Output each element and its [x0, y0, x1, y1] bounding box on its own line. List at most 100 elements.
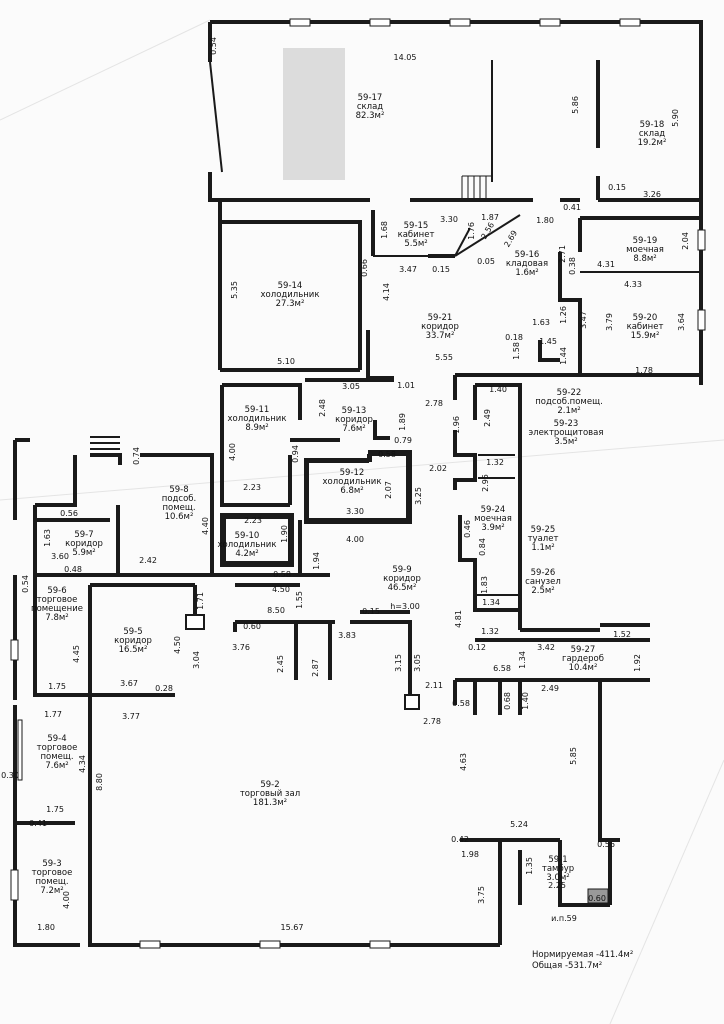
room-label-line: 1.6м² — [515, 268, 538, 278]
dimension-label: 0.58 — [452, 699, 470, 708]
room-label-line: 59-23 — [554, 419, 579, 429]
dimension-label: 1.26 — [559, 306, 568, 324]
dimension-label: 0.28 — [155, 684, 173, 693]
dimension-label: 1.44 — [559, 347, 568, 365]
dimension-label: 3.25 — [414, 487, 423, 505]
room-label-line: помещ. — [40, 752, 73, 762]
room-label-line: 19.2м² — [638, 138, 667, 148]
dimension-label: 4.14 — [382, 283, 391, 301]
room-label-line: моечная — [626, 245, 664, 255]
dimension-label: 3.47 — [399, 265, 417, 274]
dimension-label: 1.63 — [532, 318, 550, 327]
paper-folds — [0, 19, 724, 1024]
dimension-label: 8.50 — [267, 606, 285, 615]
room-label-line: 10.4м² — [569, 663, 598, 673]
room-label-line: 59-4 — [47, 734, 66, 744]
dimension-label: 0.74 — [132, 447, 141, 465]
dimension-label: 5.90 — [671, 109, 680, 127]
room-label-line: 59-12 — [340, 468, 365, 478]
dimension-label: 0.84 — [478, 538, 487, 556]
dimension-label: 4.81 — [454, 610, 463, 628]
dimension-label: 0.46 — [463, 520, 472, 538]
room-label-line: 16.5м² — [119, 645, 148, 655]
total-normative: Нормируемая -411.4м² — [532, 950, 633, 960]
dimension-label: 1.52 — [613, 630, 631, 639]
room-label-line: 59-19 — [633, 236, 658, 246]
dimension-label: 4.34 — [78, 755, 87, 773]
dimension-label: 3.05 — [342, 382, 360, 391]
dimension-label: h=3.00 — [390, 602, 420, 611]
dimension-label: 1.87 — [481, 213, 499, 222]
dimension-label: 1.71 — [196, 592, 205, 610]
dimension-label: 4.31 — [597, 260, 615, 269]
dimension-label: 5.35 — [230, 281, 239, 299]
room-label-line: 59-20 — [633, 313, 658, 323]
room-label-line: 59-15 — [404, 221, 429, 231]
dimension-label: 4.63 — [459, 753, 468, 771]
dimension-label: 1.45 — [539, 337, 557, 346]
dimension-label: 1.63 — [43, 529, 52, 547]
dimension-label: 0.56 — [597, 840, 615, 849]
dimension-label: 2.11 — [425, 681, 443, 690]
dimension-label: 0.56 — [60, 509, 78, 518]
dimension-label: 0.41 — [563, 203, 581, 212]
room-label-line: 5.5м² — [404, 239, 427, 249]
dimension-label: 4.00 — [62, 891, 71, 909]
dimension-label: 4.45 — [72, 645, 81, 663]
room-label-line: коридор — [335, 415, 373, 425]
dimension-label: 0.15 — [432, 265, 450, 274]
dimension-label: 0.15 — [608, 183, 626, 192]
room-label-line: холодильник — [261, 290, 320, 300]
dimension-label: 0.15 — [362, 607, 380, 616]
dimension-label: 2.04 — [681, 232, 690, 250]
dimension-label: 1.80 — [536, 216, 554, 225]
dimension-label: 3.15 — [394, 654, 403, 672]
dimension-label: 1.77 — [44, 710, 62, 719]
room-label-line: 59-9 — [392, 565, 411, 575]
dimension-label: 1.80 — [37, 923, 55, 932]
room-label-line: 8.8м² — [633, 254, 656, 264]
windows — [10, 18, 706, 949]
room-label-line: 59-18 — [640, 120, 665, 130]
room-label-line: холодильник — [323, 477, 382, 487]
room-label-line: 10.6м² — [165, 512, 194, 522]
dimension-label: 3.30 — [346, 507, 364, 516]
room-label-line: моечная — [474, 514, 512, 524]
dimension-label: 1.55 — [295, 591, 304, 609]
dimension-label: 1.34 — [518, 651, 527, 669]
room-label-line: 3.5м² — [554, 437, 577, 447]
dimension-label: 0.66 — [360, 259, 369, 277]
dimension-label: 3.26 — [643, 190, 661, 199]
dimension-label: 2.45 — [276, 655, 285, 673]
dimension-label: 0.41 — [29, 819, 47, 828]
room-label-line: 59-11 — [245, 405, 270, 415]
room-label-line: торговое — [37, 595, 78, 605]
dimension-label: 3.05 — [413, 654, 422, 672]
room-label-line: 59-21 — [428, 313, 453, 323]
room-label-line: гардероб — [562, 654, 604, 664]
dimension-label: 2.07 — [384, 481, 393, 499]
dimension-label: 2.87 — [311, 659, 320, 677]
dimension-label: 0.48 — [64, 565, 82, 574]
room-label-line: кабинет — [398, 230, 435, 240]
dimension-label: 3.60 — [51, 552, 69, 561]
dimension-label: 0.12 — [468, 643, 486, 652]
dimension-label: 2.25 — [548, 881, 566, 890]
dimension-label: 3.30 — [440, 215, 458, 224]
